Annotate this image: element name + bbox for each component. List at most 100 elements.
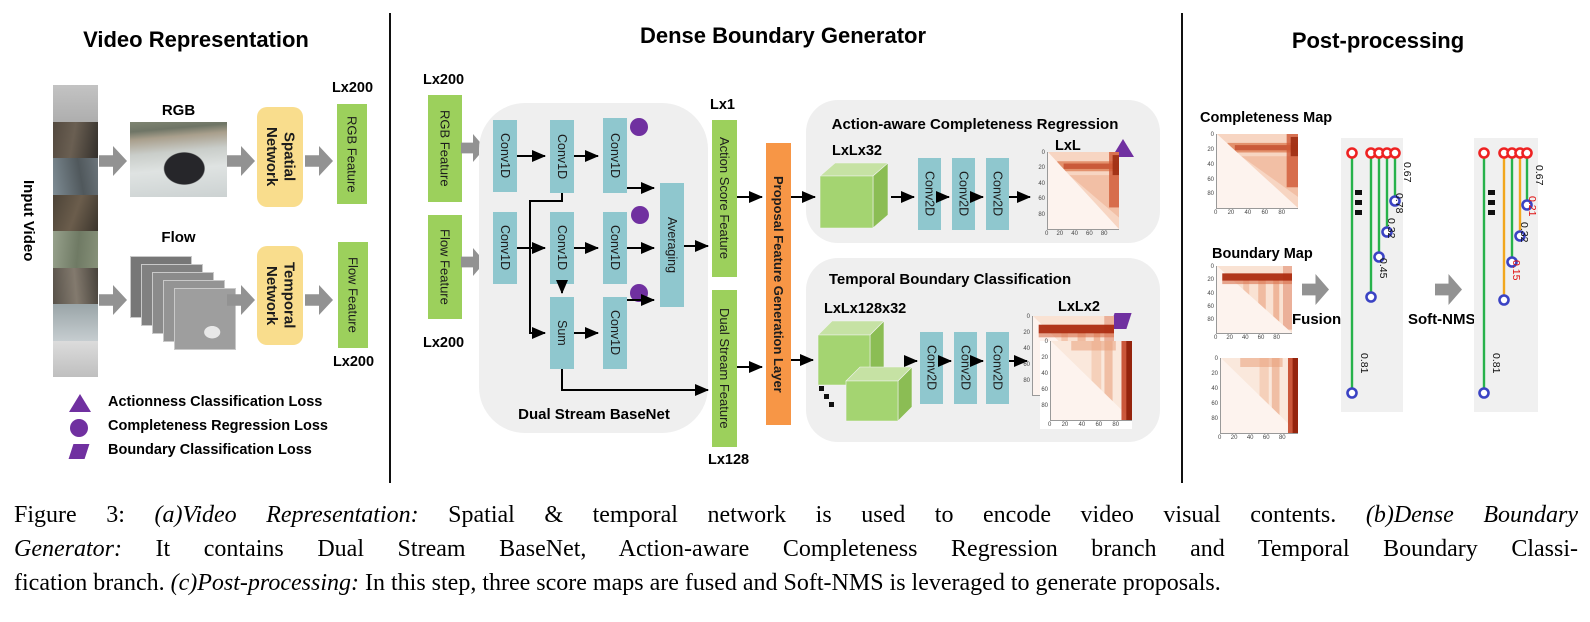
sum-box: Sum	[550, 297, 574, 369]
conv1d-text: Conv1D	[555, 225, 569, 271]
proposal-feature-generation-layer-box: Proposal Feature Generation Layer	[766, 143, 791, 425]
video-frame	[53, 340, 98, 377]
panel-c-title: Post-processing	[1291, 28, 1465, 53]
gray-arrow-icon	[1435, 274, 1462, 305]
rgb-label: RGB	[161, 102, 196, 119]
conv2d-box: Conv2D	[954, 332, 977, 404]
panel-b-title: Dense Boundary Generator	[639, 23, 927, 48]
heatmap-plot	[1216, 134, 1298, 209]
spatial-network-text: Spatial Network	[263, 127, 298, 187]
feature-cube-graphic	[819, 162, 889, 229]
completeness-loss-marker-icon	[630, 118, 648, 136]
caption-text: Spatial & temporal network is used to en…	[418, 502, 1366, 528]
conv2d-box: Conv2D	[918, 158, 941, 230]
tbc-title: Temporal Boundary Classification	[828, 271, 1072, 288]
proposal-score: 0.81	[1358, 353, 1370, 374]
conv1d-text: Conv1D	[608, 310, 622, 356]
conv2d-text: Conv2D	[990, 345, 1005, 391]
proposal-score: 0.45	[1377, 258, 1389, 279]
proposal-score-suppressed: 0.15	[1510, 260, 1522, 281]
proposal-score: 0.67	[1401, 162, 1413, 183]
triangle-loss-icon	[69, 394, 91, 412]
heatmap-plot	[1047, 152, 1119, 230]
video-frame	[53, 267, 98, 304]
conv2d-box: Conv2D	[986, 332, 1009, 404]
conv1d-box: Conv1D	[550, 212, 574, 284]
dbg-flow-feature-box: Flow Feature	[428, 215, 462, 319]
tbc-output-dim: LxLx2	[1058, 299, 1100, 315]
video-frame	[53, 194, 98, 231]
caption-text: It contains Dual Stream BaseNet, Action-…	[121, 536, 1578, 562]
video-frame	[53, 85, 98, 122]
caption-line: Generator: It contains Dual Stream BaseN…	[14, 532, 1578, 566]
completeness-loss-marker-icon	[631, 206, 649, 224]
ellipsis-dots-icon	[819, 386, 839, 408]
heatmap-plot	[1216, 266, 1292, 334]
legend-label: Completeness Regression Loss	[108, 418, 328, 434]
heatmap-plot	[1220, 358, 1298, 434]
conv1d-box: Conv1D	[603, 297, 627, 369]
caption-line: Figure 3: (a)Video Representation: Spati…	[14, 498, 1578, 532]
fused-heatmap-graphic	[1221, 358, 1298, 433]
input-video-label: Input Video	[20, 180, 37, 290]
heatmap-plot	[1050, 341, 1132, 421]
caption-italic: (c)Post-processing:	[170, 570, 359, 596]
conv1d-text: Conv1D	[498, 225, 512, 271]
proposal-score: 0.32	[1518, 222, 1530, 243]
loss-legend: Actionness Classification Loss Completen…	[60, 392, 380, 464]
gray-arrow-icon	[305, 146, 333, 176]
flow-frame	[174, 288, 236, 350]
tbc-cube-dim: LxLx128x32	[824, 301, 907, 317]
flow-feature-dim: Lx200	[332, 354, 375, 370]
video-frame	[53, 231, 98, 268]
dbg-flow-feature-text: Flow Feature	[437, 229, 453, 305]
caption-italic: (b)Dense Boundary	[1365, 502, 1578, 528]
dual-stream-feature-text: Dual Stream Feature	[717, 308, 732, 429]
video-frame	[53, 304, 98, 341]
pfg-layer-text: Proposal Feature Generation Layer	[771, 175, 786, 393]
dbg-rgb-feature-text: RGB Feature	[437, 110, 453, 187]
boundary-heatmap-graphic	[1217, 266, 1292, 333]
dual-stream-feature-box: Dual Stream Feature	[712, 290, 737, 447]
gray-arrow-icon	[1302, 274, 1329, 305]
conv1d-text: Conv1D	[608, 225, 622, 271]
fusion-proposals-plot: 0.81 0.45 0.32 0.78 0.67	[1341, 138, 1413, 412]
video-frames-strip	[53, 85, 98, 377]
acr-cube-dim: LxLx32	[832, 143, 882, 159]
caption-line: fication branch. (c)Post-processing: In …	[14, 566, 1578, 600]
legend-row: Boundary Classification Loss	[60, 440, 380, 464]
circle-loss-icon	[70, 419, 88, 437]
legend-row: Completeness Regression Loss	[60, 416, 380, 440]
flow-input-dim: Lx200	[423, 335, 465, 351]
conv2d-text: Conv2D	[956, 171, 971, 217]
video-frame	[53, 121, 98, 158]
proposal-score: 0.78	[1393, 193, 1405, 214]
averaging-text: Averaging	[665, 216, 679, 274]
conv2d-box: Conv2D	[952, 158, 975, 230]
acr-title: Action-aware Completeness Regression	[831, 116, 1119, 133]
completeness-heatmap-graphic	[1217, 134, 1298, 208]
flow-label: Flow	[161, 229, 196, 246]
input-video-text: Input Video	[20, 180, 37, 262]
panel-divider	[1181, 13, 1183, 483]
figure-caption: Figure 3: (a)Video Representation: Spati…	[14, 498, 1578, 600]
proposal-score: 0.32	[1385, 218, 1397, 239]
legend-label: Actionness Classification Loss	[108, 394, 323, 410]
caption-text: Figure 3:	[14, 502, 155, 528]
temporal-network-text: Temporal Network	[263, 262, 298, 329]
feature-cube-stack-graphic	[817, 320, 913, 422]
rgb-feature-text: RGB Feature	[344, 115, 360, 193]
caption-italic: Generator:	[14, 536, 122, 562]
dual-stream-dim: Lx128	[708, 452, 750, 468]
sum-text: Sum	[555, 320, 569, 346]
conv2d-text: Conv2D	[990, 171, 1005, 217]
rgb-feature-box: RGB Feature	[337, 104, 367, 204]
